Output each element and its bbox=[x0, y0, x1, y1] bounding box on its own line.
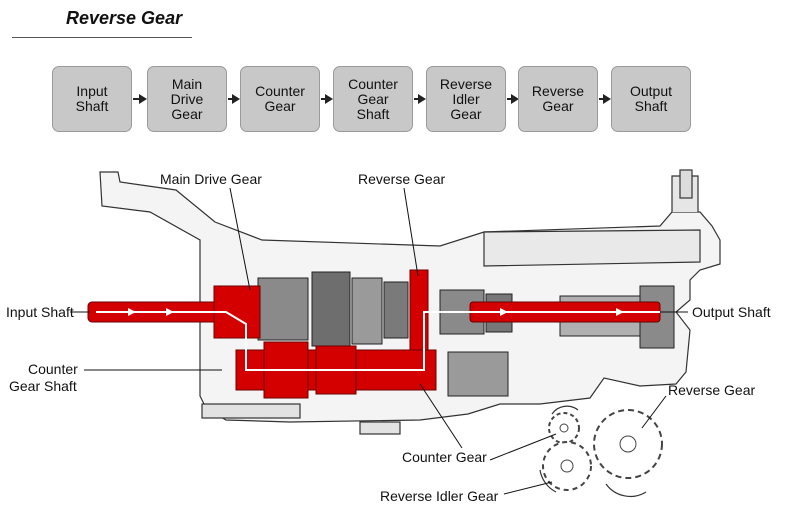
flow-path-arrows bbox=[96, 311, 660, 371]
label-output-shaft: Output Shaft bbox=[692, 304, 771, 320]
flow-arrow-icon bbox=[418, 94, 426, 104]
label-counter-gear: Counter Gear bbox=[402, 449, 487, 465]
flow-box-counter-gear: Counter Gear bbox=[240, 66, 320, 132]
flow-box-main-drive-gear: Main Drive Gear bbox=[147, 66, 227, 132]
flow-box-input-shaft: Input Shaft bbox=[52, 66, 132, 132]
diagram-title: Reverse Gear bbox=[66, 8, 183, 28]
flow-arrow-line bbox=[133, 98, 140, 100]
reverse-gear-inset bbox=[539, 405, 663, 497]
flow-arrowheads bbox=[128, 308, 624, 316]
flow-arrow-line bbox=[599, 98, 604, 100]
callout-lines bbox=[70, 187, 688, 495]
label-main-drive-gear: Main Drive Gear bbox=[160, 171, 262, 187]
flow-arrow-icon bbox=[325, 94, 333, 104]
label-reverse-idler-gear: Reverse Idler Gear bbox=[380, 488, 499, 504]
flow-box-counter-gear-shaft: Counter Gear Shaft bbox=[333, 66, 413, 132]
flow-box-output-shaft: Output Shaft bbox=[611, 66, 691, 132]
flow-arrow-line bbox=[414, 98, 419, 100]
flow-arrow-icon bbox=[603, 94, 611, 104]
label-counter-gear-shaft-line2: Gear Shaft bbox=[9, 378, 77, 394]
flow-arrow-icon bbox=[232, 94, 240, 104]
label-reverse-gear-inset: Reverse Gear bbox=[668, 382, 755, 398]
flow-box-reverse-gear: Reverse Gear bbox=[518, 66, 598, 132]
flow-box-reverse-idler-gear: Reverse Idler Gear bbox=[426, 66, 506, 132]
flow-arrow-icon bbox=[511, 94, 519, 104]
flow-arrow-line bbox=[321, 98, 327, 100]
flow-arrow-icon bbox=[139, 94, 147, 104]
flow-arrow-line bbox=[507, 98, 512, 100]
title-underline bbox=[12, 37, 192, 38]
label-input-shaft: Input Shaft bbox=[6, 304, 74, 320]
label-counter-gear-shaft-line1: Counter bbox=[28, 361, 78, 377]
power-flow-chain: Input Shaft Main Drive Gear Counter Gear… bbox=[52, 66, 692, 134]
flow-arrow-line bbox=[228, 98, 233, 100]
label-reverse-gear-top: Reverse Gear bbox=[358, 171, 445, 187]
